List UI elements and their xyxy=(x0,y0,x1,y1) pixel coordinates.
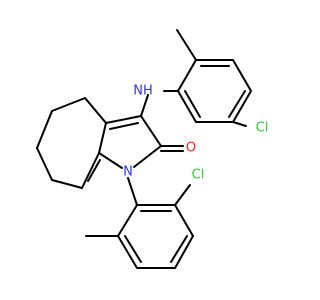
bond xyxy=(36,147,53,181)
bond xyxy=(177,59,197,92)
molecule-drawing: NH Cl O N Cl xyxy=(36,29,268,269)
atom-label-ring-nitrogen: N xyxy=(123,165,133,180)
bond xyxy=(184,90,201,118)
bond xyxy=(232,59,252,92)
atom-label-chlorine-top: Cl xyxy=(256,121,269,136)
atom-labels: NH Cl O N Cl xyxy=(123,84,268,183)
bond xyxy=(117,204,138,237)
bond xyxy=(140,115,162,147)
bond xyxy=(176,29,197,61)
bond xyxy=(109,122,139,130)
bond xyxy=(170,235,188,263)
bond xyxy=(127,177,138,206)
bond xyxy=(51,179,83,189)
atom-label-amine-nh: NH xyxy=(133,84,153,99)
structure-canvas: NH Cl O N Cl xyxy=(36,29,269,269)
atom-label-carbonyl-oxygen: O xyxy=(186,141,196,156)
bond xyxy=(228,90,246,118)
bond xyxy=(105,115,142,124)
bond xyxy=(84,97,107,124)
bond xyxy=(174,235,194,269)
bond xyxy=(133,145,162,168)
atom-label-chlorine-bottom: Cl xyxy=(192,168,205,183)
bond xyxy=(140,94,149,117)
bond xyxy=(36,110,53,149)
bond xyxy=(117,235,138,269)
bond xyxy=(98,152,123,169)
bond xyxy=(177,90,197,123)
bond xyxy=(174,184,191,206)
bond xyxy=(87,159,101,182)
bond xyxy=(174,204,194,237)
bond xyxy=(232,90,252,123)
bond xyxy=(51,97,86,112)
bond xyxy=(98,122,107,154)
bond xyxy=(81,152,100,189)
bond xyxy=(232,121,247,127)
bond xyxy=(124,235,142,263)
bonds xyxy=(36,29,252,269)
